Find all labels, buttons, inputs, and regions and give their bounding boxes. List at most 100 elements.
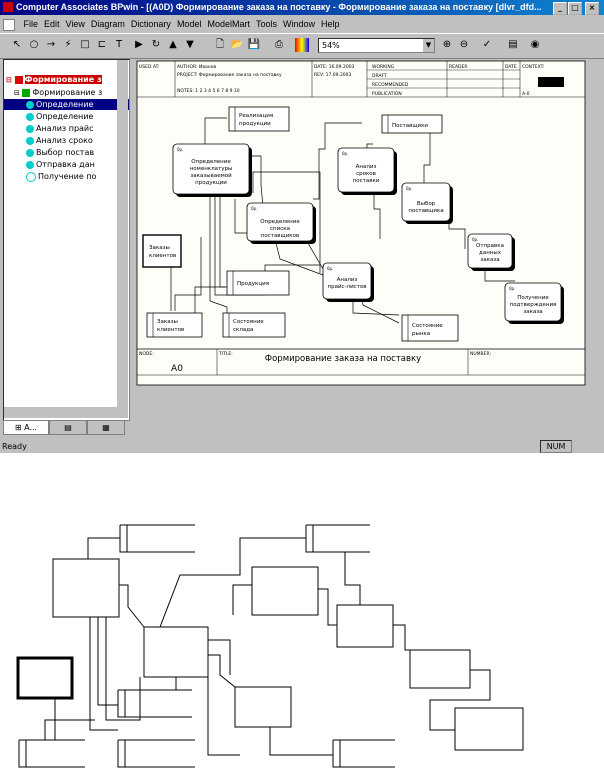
zoom-in-icon[interactable]: ⊕ xyxy=(442,39,452,50)
open-icon[interactable]: 📂 xyxy=(230,39,244,50)
svg-text:Отправка: Отправка xyxy=(476,243,504,249)
store-suppliers[interactable]: Поставщики xyxy=(381,114,443,134)
objects-icon: ▦ xyxy=(102,423,110,432)
menu-diagram[interactable]: Diagram xyxy=(90,19,125,29)
canvas-horizontal-scrollbar[interactable] xyxy=(135,418,590,429)
tree-item[interactable]: Анализ сроко xyxy=(26,135,93,146)
menu-view[interactable]: View xyxy=(65,19,85,29)
go-up-icon[interactable]: ▲ xyxy=(169,39,177,50)
store-tool-icon[interactable]: ⊏ xyxy=(97,39,107,50)
svg-text:сроков: сроков xyxy=(356,171,376,177)
minimize-button[interactable]: _ xyxy=(553,2,567,15)
activity-box-7[interactable]: 0р. Получение подтверждения заказа xyxy=(504,282,564,324)
tree-child[interactable]: ⊟ Формирование з xyxy=(14,88,103,97)
arrow-tool-icon[interactable]: → xyxy=(46,39,56,50)
activity-icon xyxy=(26,124,34,133)
project-label: PROJECT: Формирование заказа на поставку xyxy=(177,72,282,78)
status-text: Ready xyxy=(2,442,27,451)
node-value: A0 xyxy=(171,364,183,374)
menu-bar: File Edit View Diagram Dictionary Model ModelM… xyxy=(0,16,604,32)
a0-context-label: A-0 xyxy=(522,91,530,97)
menu-window[interactable]: Window xyxy=(282,19,315,29)
tree-icon: ⊞ xyxy=(14,423,22,432)
zoom-value: 54% xyxy=(322,41,340,50)
menu-edit[interactable]: Edit xyxy=(44,19,60,29)
spell-icon[interactable]: ✓ xyxy=(482,39,492,50)
tab-diagrams[interactable]: ▤ xyxy=(49,420,87,435)
diagram-schematic xyxy=(16,524,524,768)
store-client-orders[interactable]: Заказы клиентов xyxy=(146,312,203,338)
store-realization[interactable]: Реализация продукции xyxy=(228,106,290,132)
activity-icon xyxy=(26,136,34,145)
activity-tool-icon[interactable]: ○ xyxy=(29,39,39,50)
chevron-down-icon[interactable]: ▼ xyxy=(423,39,434,52)
tab-activities[interactable]: ⊞ A... xyxy=(3,420,49,435)
tree-item[interactable]: Анализ прайс xyxy=(26,123,94,134)
svg-text:клиентов: клиентов xyxy=(149,253,176,259)
go-down-icon[interactable]: ▼ xyxy=(186,39,194,50)
maximize-button[interactable]: □ xyxy=(568,2,582,15)
external-client-orders[interactable]: Заказы клиентов xyxy=(142,234,182,268)
rotate-icon[interactable]: ↻ xyxy=(151,39,161,50)
tree-horizontal-scrollbar[interactable] xyxy=(4,407,117,418)
menu-tools[interactable]: Tools xyxy=(255,19,277,29)
svg-text:Выбор: Выбор xyxy=(417,201,436,207)
svg-text:склада: склада xyxy=(233,327,253,333)
svg-text:Реализация: Реализация xyxy=(239,113,273,119)
activity-box-1[interactable]: 0р. Определение номенклатуры заказываемо… xyxy=(172,143,252,197)
tree-item[interactable]: Определение xyxy=(26,111,93,122)
print-icon[interactable]: ⎙ xyxy=(275,39,283,50)
box-tool-icon[interactable]: □ xyxy=(80,39,90,50)
notes-label: NOTES: 1 2 3 4 5 6 7 8 9 10 xyxy=(177,88,240,94)
used-at-label: USED AT: xyxy=(139,64,159,70)
menu-file[interactable]: File xyxy=(23,19,39,29)
tree-item[interactable]: Отправка дан xyxy=(26,159,95,170)
canvas-vertical-scrollbar[interactable] xyxy=(590,59,601,417)
idef0-diagram: USED AT: AUTHOR: Иванов PROJECT: Формиро… xyxy=(136,60,586,386)
tree-vertical-scrollbar[interactable] xyxy=(117,60,128,418)
squiggle-tool-icon[interactable]: ⚡ xyxy=(64,39,72,50)
pointer-tool-icon[interactable]: ↖ xyxy=(12,39,22,50)
svg-text:продукции: продукции xyxy=(239,121,271,127)
menu-modelmart[interactable]: ModelMart xyxy=(207,19,250,29)
activity-box-5[interactable]: 0р. Выбор поставщика xyxy=(401,182,453,224)
activity-box-2[interactable]: 0р. Определение списка поставщиков xyxy=(246,202,316,244)
menu-model[interactable]: Model xyxy=(176,19,202,29)
activity-box-4[interactable]: 0р. Анализ прайс-листов xyxy=(322,262,374,302)
help-icon[interactable]: ◉ xyxy=(530,39,540,50)
context-label: CONTEXT: xyxy=(522,64,544,70)
svg-text:Поставщики: Поставщики xyxy=(392,123,428,129)
menu-help[interactable]: Help xyxy=(321,19,340,29)
store-products[interactable]: Продукция xyxy=(226,270,290,296)
close-button[interactable]: × xyxy=(585,2,599,15)
zoom-select[interactable]: 54% ▼ xyxy=(318,38,435,53)
store-warehouse[interactable]: Состояние склада xyxy=(222,312,286,338)
zoom-out-icon[interactable]: ⊖ xyxy=(459,39,469,50)
model-explorer-icon[interactable]: ▤ xyxy=(508,39,518,50)
tree-item-selected[interactable]: Определение xyxy=(4,99,129,110)
store-market[interactable]: Состояние рынка xyxy=(401,314,459,342)
svg-text:Определение: Определение xyxy=(191,159,231,165)
svg-text:Анализ: Анализ xyxy=(337,277,358,283)
save-icon[interactable]: 💾 xyxy=(247,39,261,50)
svg-text:Получение: Получение xyxy=(517,295,549,301)
go-child-icon[interactable]: ▶ xyxy=(135,39,143,50)
number-label: NUMBER: xyxy=(470,351,491,357)
menu-dictionary[interactable]: Dictionary xyxy=(130,19,171,29)
status-bar: Ready NUM xyxy=(0,440,604,453)
activity-box-3[interactable]: 0р. Анализ сроков поставки xyxy=(337,147,397,195)
doc-icon[interactable] xyxy=(3,18,15,31)
diagrams-icon: ▤ xyxy=(64,423,72,432)
tree-item[interactable]: Выбор постав xyxy=(26,147,94,158)
activity-box-6[interactable]: 0р. Отправка данных заказа xyxy=(467,233,515,271)
new-icon[interactable]: 🗋 xyxy=(215,39,225,50)
color-icon[interactable] xyxy=(295,38,309,52)
title-bar: Computer Associates BPwin - [(A0D) Форми… xyxy=(0,0,604,15)
title-label: TITLE: xyxy=(218,351,233,357)
tab-objects[interactable]: ▦ xyxy=(87,420,125,435)
tree-root[interactable]: ⊟ Формирование з xyxy=(6,74,102,85)
num-lock-indicator: NUM xyxy=(540,440,572,453)
text-tool-icon[interactable]: T xyxy=(115,39,123,50)
tree-item[interactable]: Получение по xyxy=(26,171,96,182)
diagram-canvas[interactable]: USED AT: AUTHOR: Иванов PROJECT: Формиро… xyxy=(135,59,601,429)
